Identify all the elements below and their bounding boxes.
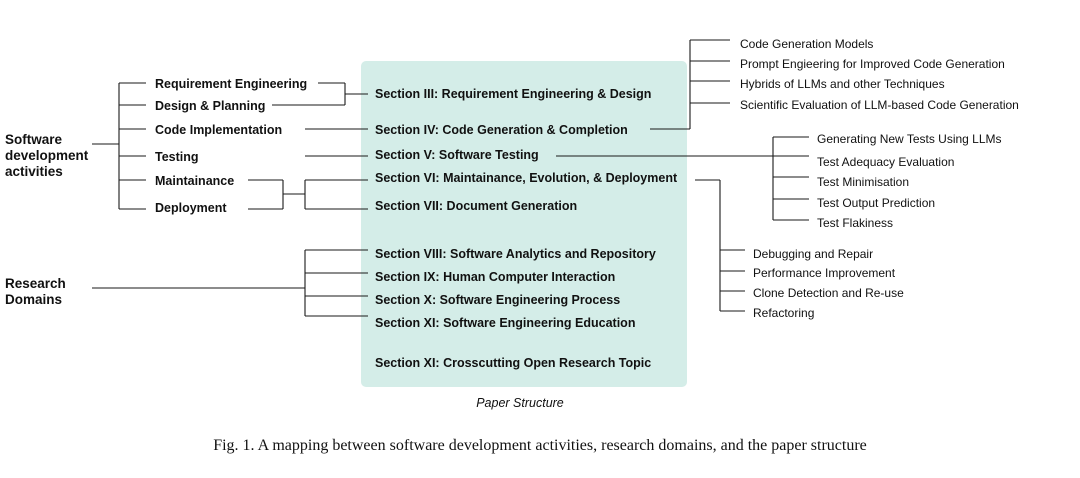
activity-testing: Testing [155,150,199,164]
testing-topic: Test Adequacy Evaluation [817,155,954,169]
section-x: Section X: Software Engineering Process [375,293,620,307]
paper-structure-panel [361,61,687,387]
activity-requirement-engineering: Requirement Engineering [155,77,307,91]
section-vii: Section VII: Document Generation [375,199,577,213]
connector-lines [92,39,809,317]
paper-structure-label: Paper Structure [476,396,564,410]
codegen-topic: Scientific Evaluation of LLM-based Code … [740,98,1019,112]
research-label: Research Domains [5,276,70,307]
activity-deployment: Deployment [155,201,227,215]
maintenance-topic: Clone Detection and Re-use [753,286,904,300]
activity-design-planning: Design & Planning [155,99,265,113]
section-xi-crosscutting: Section XI: Crosscutting Open Research T… [375,356,651,370]
codegen-topic: Hybrids of LLMs and other Techniques [740,77,945,91]
testing-topic: Generating New Tests Using LLMs [817,132,1002,146]
software-label: Software development activities [5,132,92,179]
testing-topic: Test Minimisation [817,175,909,189]
section-vi: Section VI: Maintainance, Evolution, & D… [375,171,678,185]
section-xi-education: Section XI: Software Engineering Educati… [375,316,635,330]
section-viii: Section VIII: Software Analytics and Rep… [375,247,656,261]
section-ix: Section IX: Human Computer Interaction [375,270,615,284]
section-iii: Section III: Requirement Engineering & D… [375,87,651,101]
section-iv: Section IV: Code Generation & Completion [375,123,628,137]
testing-topic: Test Flakiness [817,216,893,230]
testing-topic: Test Output Prediction [817,196,935,210]
codegen-topic: Code Generation Models [740,37,873,51]
figure-caption: Fig. 1. A mapping between software devel… [213,437,867,454]
activity-code-implementation: Code Implementation [155,123,282,137]
codegen-topic: Prompt Engieering for Improved Code Gene… [740,57,1005,71]
mapping-diagram: Software development activities Research… [5,37,1019,410]
maintenance-topic: Debugging and Repair [753,247,873,261]
maintenance-topic: Refactoring [753,306,814,320]
section-v: Section V: Software Testing [375,148,539,162]
maintenance-topic: Performance Improvement [753,266,896,280]
activity-maintainance: Maintainance [155,174,234,188]
